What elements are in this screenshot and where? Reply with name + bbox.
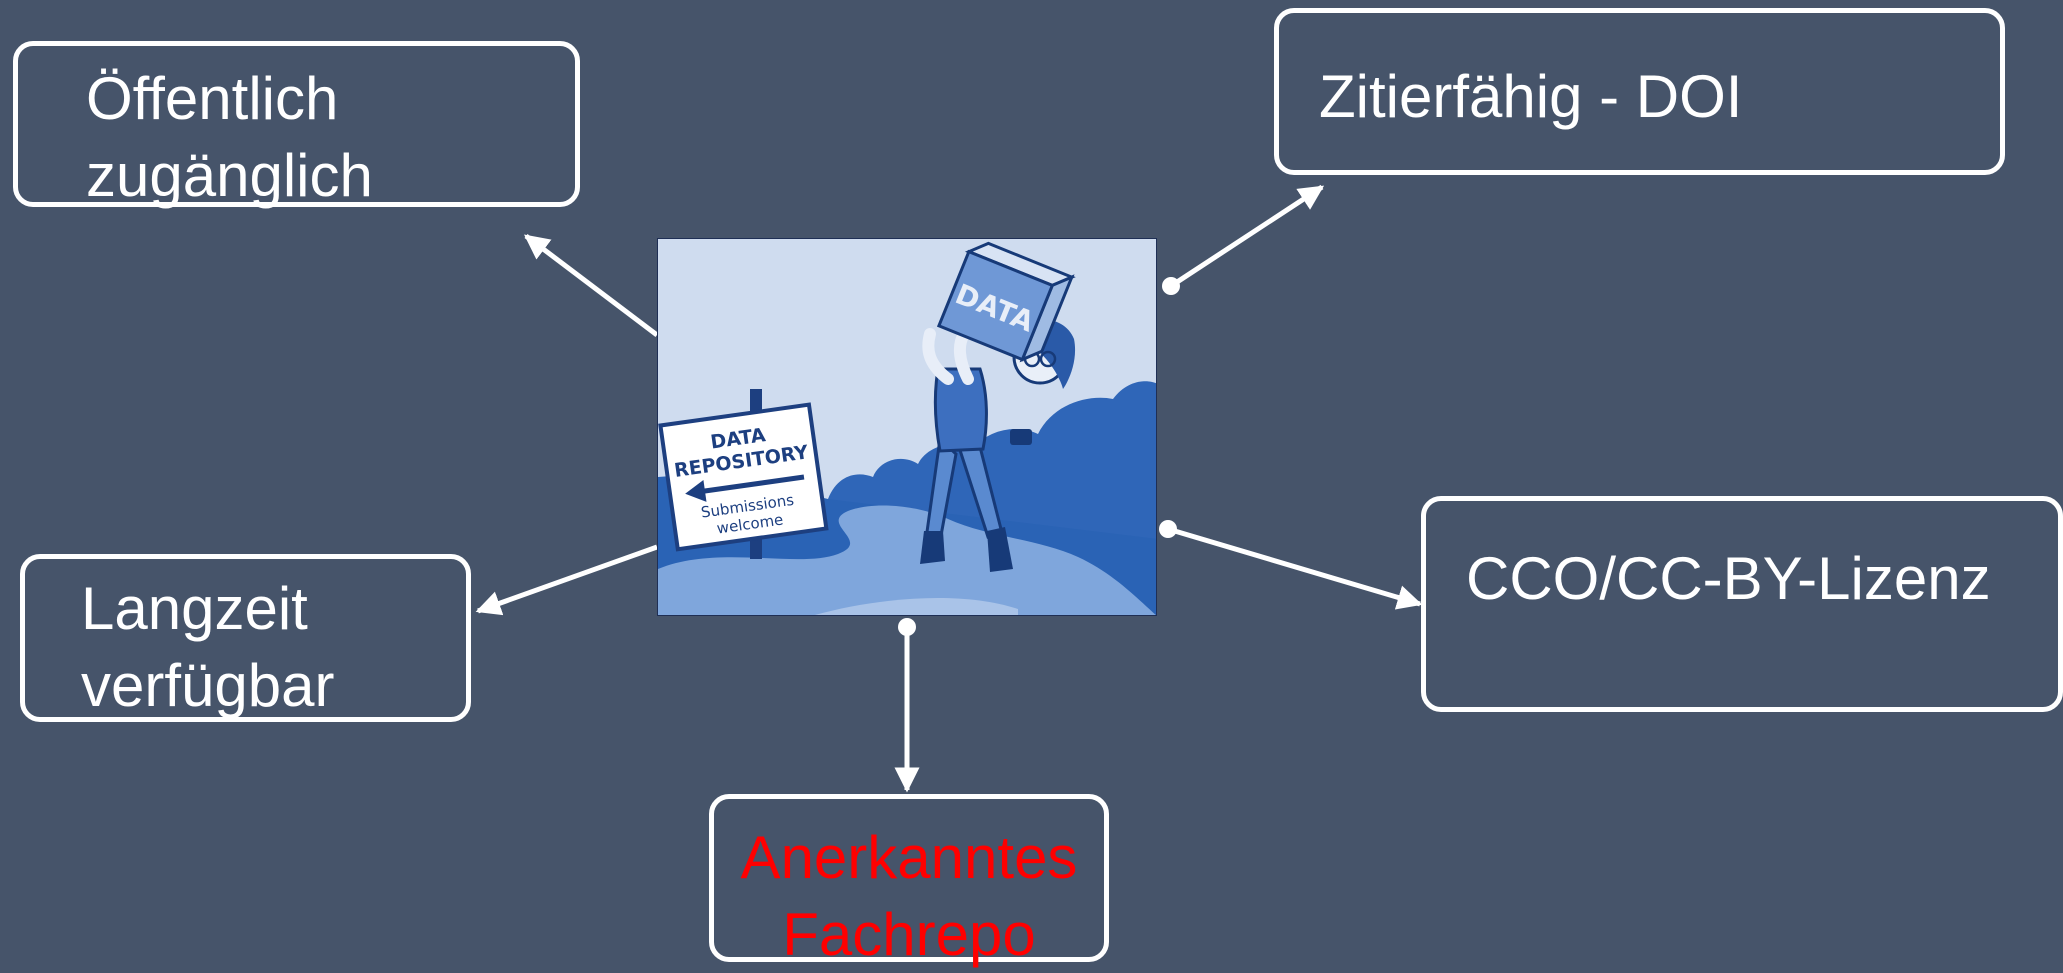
box-langzeit-line2: verfügbar [81,652,335,719]
box-anerkanntes-fachrepo: Anerkanntes Fachrepo [709,794,1109,968]
arrow-to-langzeit [475,544,658,616]
box-fachrepo-line2: Fachrepo [782,901,1036,968]
arrow-to-lizenz [1159,520,1423,610]
data-repository-illustration: DATA REPOSITORY Submissions welcome [657,238,1157,616]
box-zitierfaehig-doi: Zitierfähig - DOI [1274,8,2005,175]
arrow-to-doi [1162,184,1325,295]
box-oeffentlich-line1: Öffentlich [86,65,339,132]
arrow-to-fachrepo [894,618,920,793]
box-doi-label: Zitierfähig - DOI [1319,63,1743,130]
data-box: DATA [936,241,1076,363]
illustration-drawing: DATA REPOSITORY Submissions welcome [658,239,1156,615]
box-langzeit-line1: Langzeit [81,575,308,642]
box-fachrepo-line1: Anerkanntes [740,824,1078,891]
sign-arrow [694,474,805,495]
arrow-to-oeffentlich [524,234,659,337]
path-highlight [815,597,1018,615]
box-langzeit-verfuegbar: Langzeit verfügbar [20,554,471,722]
path [658,505,1156,615]
repository-sign: DATA REPOSITORY Submissions welcome [658,402,829,552]
sign-arrowhead [685,480,707,502]
box-oeffentlich-line2: zugänglich [86,142,373,209]
box-oeffentlich-zugaenglich: Öffentlich zugänglich [13,41,580,209]
box-lizenz-label: CCO/CC-BY-Lizenz [1466,545,1991,612]
box-lizenz: CCO/CC-BY-Lizenz [1421,496,2063,712]
